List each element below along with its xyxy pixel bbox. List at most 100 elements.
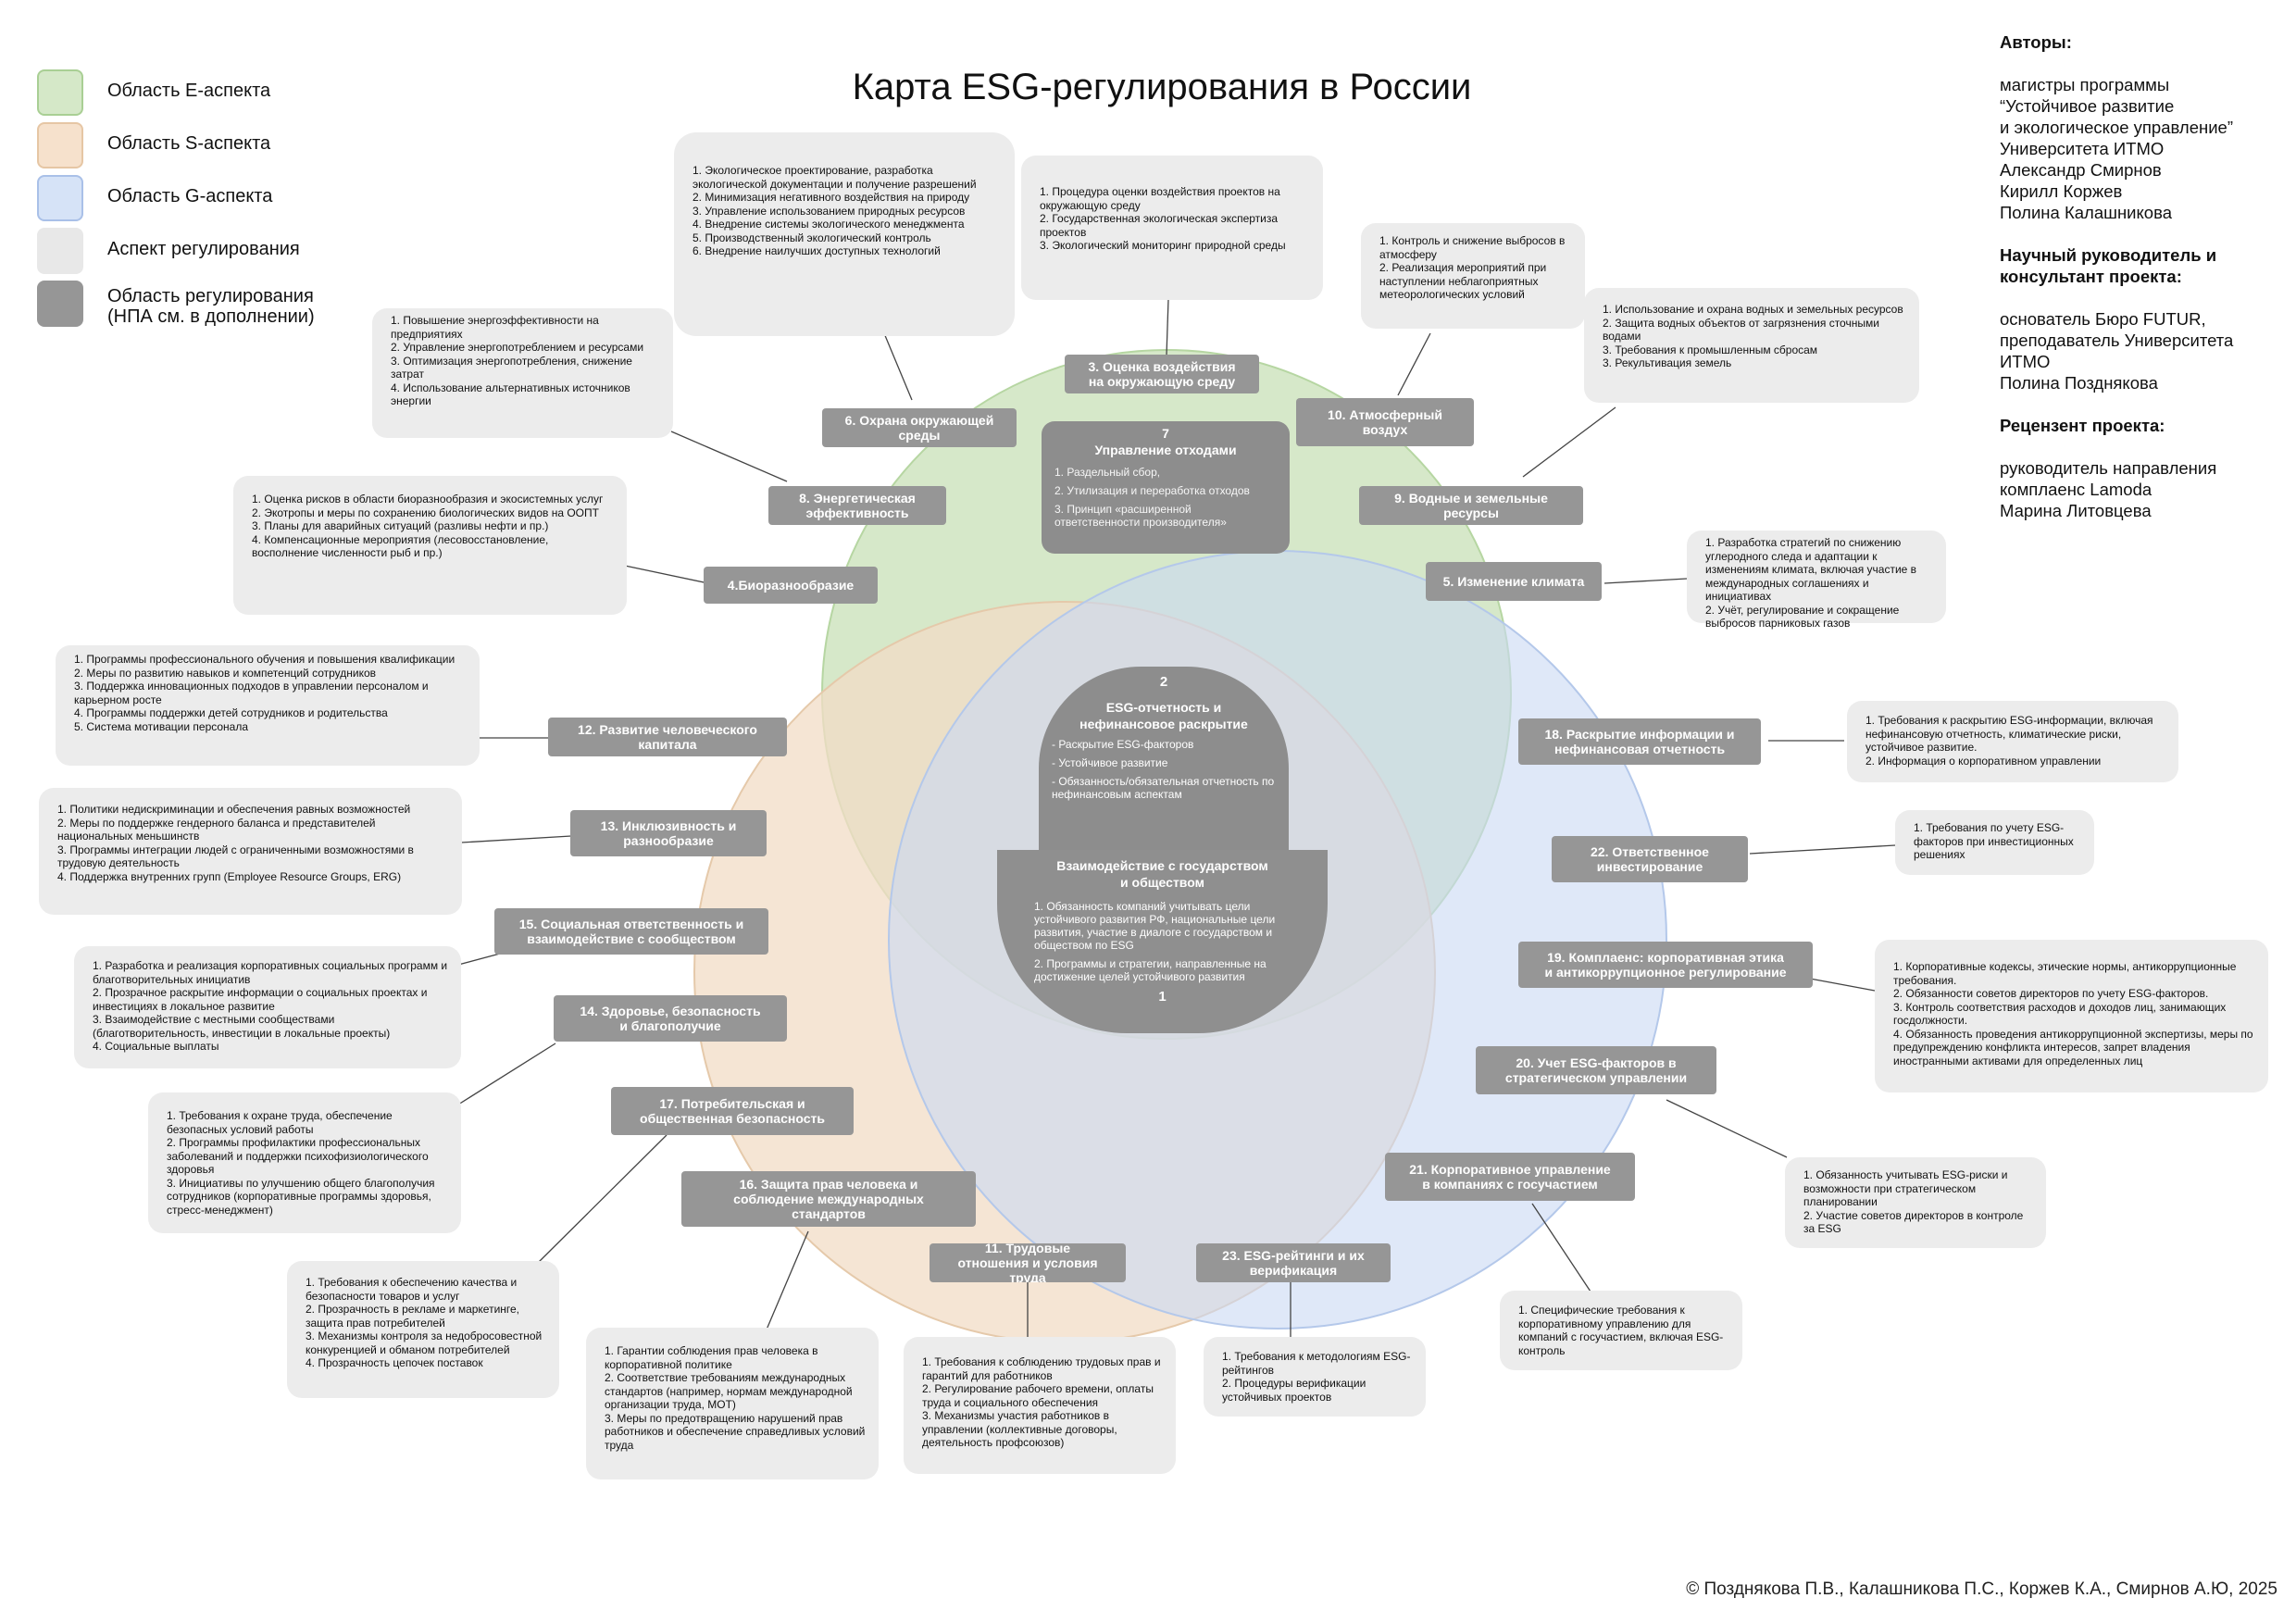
list-item: 3. Управление использованием природных р…	[693, 204, 966, 218]
info-human-capital: 1. Программы профессионального обучения …	[56, 645, 480, 766]
info-list: 1. Использование и охрана водных и земел…	[1603, 303, 1908, 370]
legend-label-area: Область регулирования (НПА см. в дополне…	[107, 286, 315, 327]
info-energy-efficiency: 1. Повышение энергоэффективности на пред…	[372, 308, 673, 438]
list-item: 1. Политики недискриминации и обеспечени…	[57, 803, 411, 816]
info-consumer-safety: 1. Требования к обеспечению качества и б…	[287, 1261, 559, 1398]
list-item: 1. Использование и охрана водных и земел…	[1603, 303, 1903, 316]
list-item: - Обязанность/обязательная отчетность по…	[1052, 775, 1275, 801]
connector-lines	[457, 298, 1896, 1338]
tag-14-health-safety: 14. Здоровье, безопасность и благополучи…	[554, 995, 787, 1042]
legend-label-g: Область G-аспекта	[107, 186, 273, 206]
info-labor-relations: 1. Требования к соблюдению трудовых прав…	[904, 1337, 1176, 1474]
supervisor-text: основатель Бюро FUTUR, преподаватель Уни…	[2000, 309, 2234, 393]
list-item: 4. Использование альтернативных источник…	[391, 381, 630, 408]
list-item: 1. Корпоративные кодексы, этические норм…	[1893, 960, 2237, 987]
list-item: 3. Механизмы контроля за недобросовестно…	[306, 1330, 543, 1356]
info-esg-ratings: 1. Требования к методологиям ESG-рейтинг…	[1204, 1337, 1426, 1417]
info-state-companies: 1. Специфические требования к корпоратив…	[1500, 1291, 1742, 1370]
tag-19-compliance: 19. Комплаенс: корпоративная этика и ант…	[1518, 942, 1813, 988]
authors-heading: Авторы:	[2000, 32, 2072, 52]
list-item: 3. Взаимодействие с местными сообществам…	[93, 1013, 391, 1040]
list-item: 1. Требования к охране труда, обеспечени…	[167, 1109, 393, 1136]
tag-9-water-land: 9. Водные и земельные ресурсы	[1359, 486, 1583, 525]
tag-10-atmospheric-air: 10. Атмосферный воздух	[1296, 398, 1474, 446]
list-item: 2. Информация о корпоративном управлении	[1866, 754, 2102, 768]
list-item: 5. Система мотивации персонала	[74, 719, 249, 733]
legend-item-g: Область G-аспекта	[37, 175, 685, 221]
tag-17-consumer-safety: 17. Потребительская и общественная безоп…	[611, 1087, 854, 1135]
list-item: 1. Обязанность учитывать ESG-риски и воз…	[1803, 1168, 2008, 1208]
list-item: 1. Разработка стратегий по снижению угле…	[1705, 536, 1917, 603]
list-item: 3. Экологический мониторинг природной ср…	[1040, 239, 1286, 252]
tag-15-social-responsibility: 15. Социальная ответственность и взаимод…	[494, 908, 768, 955]
list-item: 1. Разработка и реализация корпоративных…	[93, 959, 448, 986]
info-list: 1. Корпоративные кодексы, этические норм…	[1893, 960, 2257, 1067]
list-item: 2. Регулирование рабочего времени, оплат…	[922, 1382, 1154, 1409]
authors-panel: Авторы: магистры программы “Устойчивое р…	[2000, 31, 2277, 521]
list-item: 2. Минимизация негативного воздействия н…	[693, 191, 970, 204]
tag-23-esg-ratings: 23. ESG-рейтинги и их верификация	[1196, 1243, 1391, 1282]
list-item: 2. Программы и стратегии, направленные н…	[1034, 957, 1267, 983]
list-item: 2. Соответствие требованиям международны…	[605, 1371, 853, 1411]
list-item: 2. Прозрачность в рекламе и маркетинге, …	[306, 1303, 520, 1330]
info-list: 1. Процедура оценки воздействия проектов…	[1040, 185, 1312, 253]
info-list: 1. Требования к раскрытию ESG-информации…	[1866, 714, 2167, 768]
list-item: 2. Прозрачное раскрытие информации о соц…	[93, 986, 428, 1013]
list-item: 2. Программы профилактики профессиональн…	[167, 1136, 429, 1176]
list-item: 4. Компенсационные мероприятия (лесовосс…	[252, 532, 549, 560]
list-item: - Устойчивое развитие	[1052, 756, 1168, 769]
info-list: 1. Требования к методологиям ESG-рейтинг…	[1222, 1350, 1415, 1404]
info-social-responsibility: 1. Разработка и реализация корпоративных…	[74, 946, 461, 1068]
info-list: 1. Программы профессионального обучения …	[74, 653, 468, 733]
list-item: 3. Механизмы участия работников в управл…	[922, 1409, 1117, 1449]
list-item: 2. Процедуры верификации устойчивых прое…	[1222, 1377, 1366, 1404]
info-water-land: 1. Использование и охрана водных и земел…	[1584, 288, 1919, 403]
info-list: 1. Требования к охране труда, обеспечени…	[167, 1109, 450, 1217]
list-item: 1. Повышение энергоэффективности на пред…	[391, 314, 599, 341]
state-heading: Взаимодействие с государством и общество…	[1056, 858, 1268, 890]
list-item: 2. Обязанности советов директоров по уче…	[1893, 987, 2209, 1000]
info-environmental-protection: 1. Экологическое проектирование, разрабо…	[674, 132, 1015, 336]
reviewer-heading: Рецензент проекта:	[2000, 416, 2165, 435]
list-item: 1. Специфические требования к корпоратив…	[1518, 1304, 1724, 1357]
list-item: 2. Реализация мероприятий при наступлени…	[1379, 261, 1547, 301]
list-item: 3. Меры по предотвращению нарушений прав…	[605, 1411, 866, 1452]
info-list: 1. Оценка рисков в области биоразнообраз…	[252, 493, 616, 560]
list-item: 4. Программы поддержки детей сотрудников…	[74, 706, 388, 719]
state-items: 1. Обязанность компаний учитывать цели у…	[1034, 900, 1311, 983]
tag-13-inclusiveness: 13. Инклюзивность и разнообразие	[570, 810, 767, 856]
list-item: 1. Гарантии соблюдения прав человека в к…	[605, 1344, 818, 1371]
info-list: 1. Обязанность учитывать ESG-риски и воз…	[1803, 1168, 2035, 1236]
supervisor-heading: Научный руководитель и консультант проек…	[2000, 245, 2217, 286]
list-item: 2. Экотропы и меры по сохранению биологи…	[252, 506, 599, 519]
list-item: 2. Меры по поддержке гендерного баланса …	[57, 816, 376, 843]
legend-item-area: Область регулирования (НПА см. в дополне…	[37, 281, 685, 327]
reporting-items: - Раскрытие ESG-факторов - Устойчивое раз…	[1052, 738, 1276, 801]
info-health-safety: 1. Требования к охране труда, обеспечени…	[148, 1092, 461, 1233]
list-item: 4. Внедрение системы экологического мене…	[693, 218, 965, 231]
list-item: 1. Требования к методологиям ESG-рейтинг…	[1222, 1350, 1411, 1377]
list-item: 1. Требования к обеспечению качества и б…	[306, 1276, 518, 1303]
list-item: 1. Экологическое проектирование, разрабо…	[693, 164, 977, 191]
legend-item-aspect: Аспект регулирования	[37, 228, 685, 274]
list-item: 3. Программы интеграции людей с ограниче…	[57, 843, 414, 870]
legend-swatch-g	[37, 175, 83, 221]
info-list: 1. Повышение энергоэффективности на пред…	[391, 314, 662, 408]
info-list: 1. Требования по учету ESG-факторов при …	[1914, 821, 2083, 862]
tag-5-climate-change: 5. Изменение климата	[1426, 562, 1602, 601]
list-item: 4. Социальные выплаты	[93, 1040, 219, 1053]
info-compliance: 1. Корпоративные кодексы, этические норм…	[1875, 940, 2268, 1092]
list-item: 2. Учёт, регулирование и сокращение выбр…	[1705, 603, 1900, 630]
list-item: - Раскрытие ESG-факторов	[1052, 738, 1194, 751]
tag-22-responsible-investment: 22. Ответственное инвестирование	[1552, 836, 1748, 882]
esg-reporting-block: 2 ESG-отчетность и нефинансовое раскрыти…	[1039, 667, 1289, 850]
info-inclusiveness: 1. Политики недискриминации и обеспечени…	[39, 788, 462, 915]
tag-12-human-capital: 12. Развитие человеческого капитала	[548, 718, 787, 756]
tag-8-energy-efficiency: 8. Энергетическая эффективность	[768, 486, 946, 525]
list-item: 4. Поддержка внутренних групп (Employee …	[57, 869, 402, 883]
list-item: 5. Производственный экологический контро…	[693, 231, 931, 244]
list-item: 1. Обязанность компаний учитывать цели у…	[1034, 900, 1276, 952]
list-item: 1. Требования к раскрытию ESG-информации…	[1866, 714, 2153, 754]
info-list: 1. Требования к соблюдению трудовых прав…	[922, 1355, 1165, 1450]
legend-item-e: Область E-аспекта	[37, 69, 685, 116]
